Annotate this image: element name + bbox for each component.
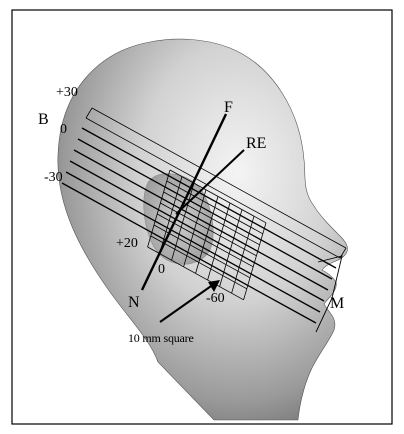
scale-zero-top-label: 0	[60, 122, 67, 137]
re-label: RE	[246, 135, 266, 152]
b-label: B	[38, 111, 49, 128]
scale-minus30-label: -30	[44, 170, 63, 185]
n-label: N	[128, 294, 140, 311]
scale-minus60-label: -60	[206, 291, 225, 306]
scale-plus20-label: +20	[116, 236, 138, 251]
m-label: M	[330, 295, 344, 312]
f-label: F	[224, 99, 233, 116]
square-note-label: 10 mm square	[128, 331, 194, 345]
scale-plus30-label: +30	[56, 85, 78, 100]
scale-zero-bottom-label: 0	[158, 262, 165, 277]
